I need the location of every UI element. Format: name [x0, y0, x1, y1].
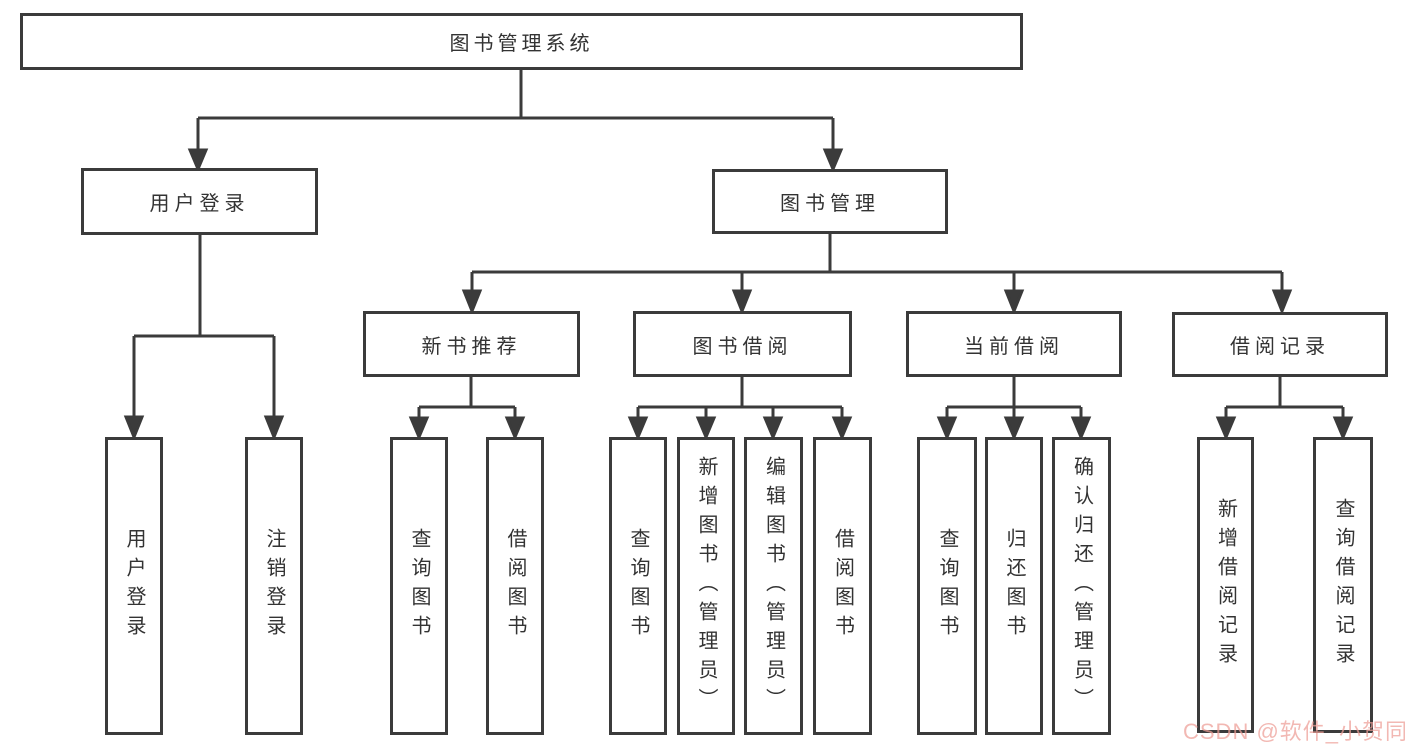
leaf-add-borrow-record: 新增借阅记录 — [1197, 437, 1254, 733]
leaf-borrow-books-recommend-label: 借阅图书 — [504, 528, 526, 644]
node-new-book-recommendation: 新书推荐 — [363, 311, 580, 377]
leaf-query-books-current: 查询图书 — [917, 437, 977, 735]
node-user-login: 用户登录 — [81, 168, 318, 235]
leaf-return-books-label: 归还图书 — [1003, 528, 1025, 644]
leaf-borrow-books-borrowing-label: 借阅图书 — [831, 528, 854, 644]
leaf-edit-books-admin: 编辑图书（管理员） — [744, 437, 803, 735]
leaf-query-books-recommend-label: 查询图书 — [408, 528, 430, 644]
node-library-management-system: 图书管理系统 — [20, 13, 1023, 70]
leaf-query-books-borrowing-label: 查询图书 — [627, 528, 649, 644]
node-book-management-label: 图书管理 — [780, 193, 880, 215]
node-current-borrowing: 当前借阅 — [906, 311, 1122, 377]
leaf-add-borrow-record-label: 新增借阅记录 — [1214, 498, 1237, 672]
leaf-logout: 注销登录 — [245, 437, 303, 735]
node-borrowing-records: 借阅记录 — [1172, 312, 1388, 377]
leaf-logout-label: 注销登录 — [263, 528, 285, 644]
leaf-user-login: 用户登录 — [105, 437, 163, 735]
node-current-borrowing-label: 当前借阅 — [964, 335, 1064, 358]
node-book-borrowing-label: 图书借阅 — [692, 335, 793, 358]
leaf-confirm-return-admin-label: 确认归还（管理员） — [1070, 455, 1093, 717]
leaf-confirm-return-admin: 确认归还（管理员） — [1052, 437, 1111, 735]
leaf-return-books: 归还图书 — [985, 437, 1043, 735]
leaf-query-borrow-record: 查询借阅记录 — [1313, 437, 1373, 733]
leaf-add-books-admin-label: 新增图书（管理员） — [695, 455, 717, 717]
node-borrowing-records-label: 借阅记录 — [1230, 336, 1330, 358]
leaf-query-books-borrowing: 查询图书 — [609, 437, 667, 735]
leaf-add-books-admin: 新增图书（管理员） — [677, 437, 735, 735]
leaf-query-borrow-record-label: 查询借阅记录 — [1332, 498, 1354, 672]
node-new-book-recommendation-label: 新书推荐 — [421, 335, 522, 358]
leaf-query-books-current-label: 查询图书 — [936, 528, 958, 644]
leaf-query-books-recommend: 查询图书 — [390, 437, 448, 735]
node-library-management-system-label: 图书管理系统 — [449, 33, 594, 55]
leaf-borrow-books-recommend: 借阅图书 — [486, 437, 544, 735]
node-book-management: 图书管理 — [712, 169, 948, 234]
leaf-borrow-books-borrowing: 借阅图书 — [813, 437, 872, 735]
leaf-user-login-label: 用户登录 — [123, 528, 145, 644]
csdn-watermark: CSDN @软件_小贺同学 — [1183, 719, 1405, 744]
leaf-edit-books-admin-label: 编辑图书（管理员） — [762, 455, 785, 717]
node-book-borrowing: 图书借阅 — [633, 311, 852, 377]
node-user-login-label: 用户登录 — [149, 193, 250, 215]
